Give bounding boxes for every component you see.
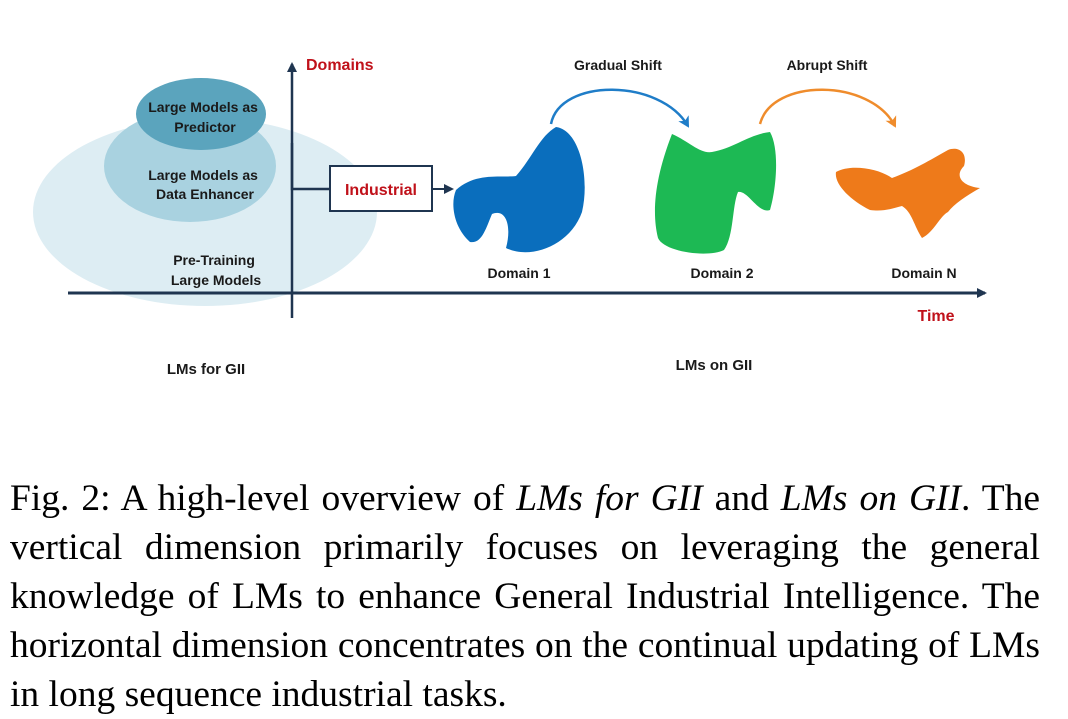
abrupt-shift-label: Abrupt Shift <box>787 57 868 73</box>
overview-diagram: Domains Time Large Models as Predictor L… <box>33 57 987 378</box>
caption-mid: and <box>702 477 781 519</box>
industrial-box <box>329 165 433 212</box>
data-enhancer-label: Large Models as Data Enhancer <box>148 167 262 202</box>
domains-axis-label: Domains <box>306 57 374 74</box>
domain-1-label: Domain 1 <box>487 265 550 281</box>
caption-lms-on-gii: LMs on GII <box>780 477 962 519</box>
domain-2-label: Domain 2 <box>690 265 753 281</box>
abrupt-shift-arrow <box>758 88 897 128</box>
industrial-label: Industrial <box>345 182 417 199</box>
caption-prefix: Fig. 2: A high-level overview of <box>10 477 517 519</box>
gradual-shift-label: Gradual Shift <box>574 57 662 73</box>
domain-n-label: Domain N <box>891 265 956 281</box>
gradual-shift-arrow <box>549 88 690 128</box>
section-lms-for-gii: LMs for GII <box>167 361 245 378</box>
time-axis-label: Time <box>917 308 954 325</box>
domain-n-blob <box>835 148 980 238</box>
section-lms-on-gii: LMs on GII <box>676 357 753 374</box>
caption-rest: . The vertical dimension primarily focus… <box>10 477 1040 715</box>
industrial-connector <box>290 143 330 191</box>
domain-1-blob <box>453 127 585 253</box>
figure-caption: Fig. 2: A high-level overview of LMs for… <box>10 474 1040 719</box>
pretraining-label: Pre-Training Large Models <box>171 252 261 288</box>
caption-lms-for-gii: LMs for GII <box>516 477 703 519</box>
domain-2-blob <box>654 132 777 254</box>
predictor-label: Large Models as Predictor <box>148 99 262 135</box>
predictor-ellipse <box>136 78 266 150</box>
